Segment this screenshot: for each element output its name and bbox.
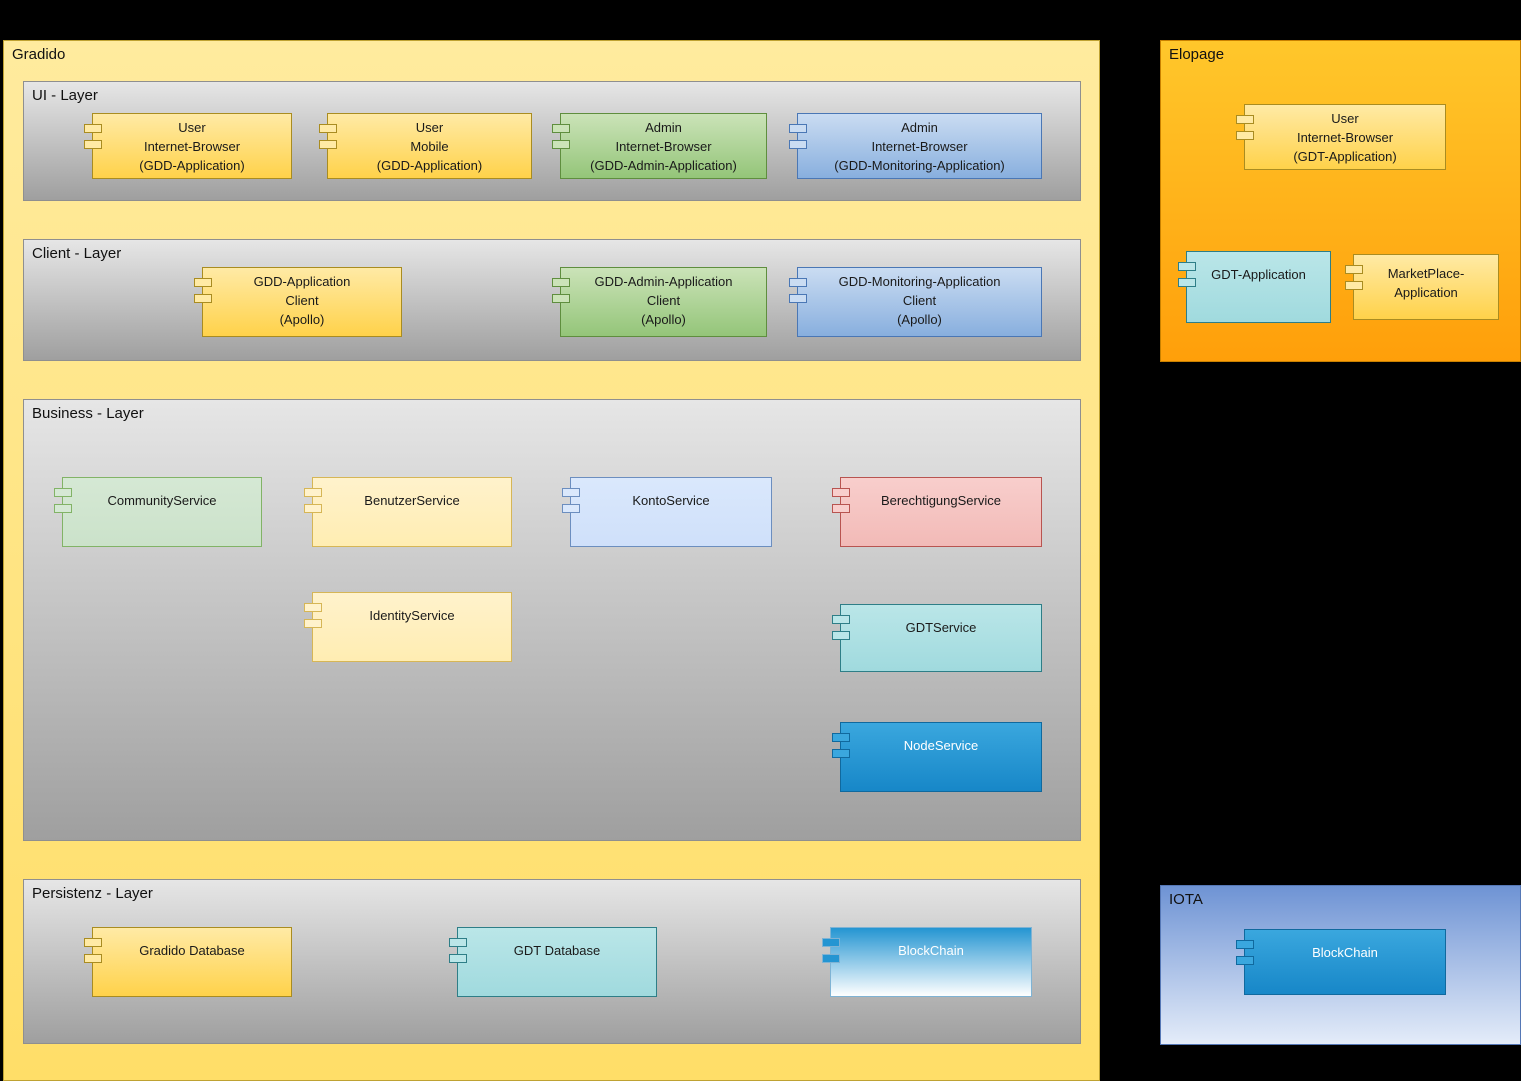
persistenz-layer-title: Persistenz - Layer	[32, 885, 153, 902]
component-port-icon	[304, 504, 322, 513]
component-kontoservice[interactable]: KontoService	[562, 477, 772, 547]
component-label: NodeService	[903, 738, 979, 753]
component-port-icon	[1236, 940, 1254, 949]
component-port-icon	[789, 278, 807, 287]
component-port-icon	[1178, 262, 1196, 271]
component-port-icon	[789, 124, 807, 133]
component-label: KontoService	[632, 493, 710, 508]
component-user-internet-browser-gdd[interactable]: User Internet-Browser (GDD-Application)	[84, 113, 292, 179]
component-port-icon	[822, 954, 840, 963]
component-port-icon	[832, 488, 850, 497]
component-label: BenutzerService	[364, 493, 460, 508]
component-label: Admin Internet-Browser (GDD-Admin-Applic…	[590, 120, 737, 173]
component-benutzerservice[interactable]: BenutzerService	[304, 477, 512, 547]
component-port-icon	[1345, 281, 1363, 290]
elopage-container-title: Elopage	[1169, 46, 1225, 63]
component-port-icon	[552, 124, 570, 133]
component-port-icon	[822, 938, 840, 947]
business-layer[interactable]: Business - Layer CommunityService Benutz…	[23, 399, 1081, 841]
component-gdt-database[interactable]: GDT Database	[449, 927, 657, 997]
component-gdd-admin-application-client[interactable]: GDD-Admin-Application Client (Apollo)	[552, 267, 767, 337]
component-port-icon	[304, 488, 322, 497]
component-port-icon	[449, 938, 467, 947]
component-blockchain-iota[interactable]: BlockChain	[1236, 929, 1446, 995]
component-label: GDT-Application	[1211, 267, 1306, 282]
component-port-icon	[194, 294, 212, 303]
component-identityservice[interactable]: IdentityService	[304, 592, 512, 662]
component-port-icon	[552, 140, 570, 149]
ui-layer[interactable]: UI - Layer User Internet-Browser (GDD-Ap…	[23, 81, 1081, 201]
component-port-icon	[562, 488, 580, 497]
component-label: GDD-Application Client (Apollo)	[253, 274, 351, 327]
component-label: MarketPlace- Application	[1387, 266, 1465, 300]
component-label: IdentityService	[369, 608, 455, 623]
gradido-container-title: Gradido	[12, 46, 66, 63]
component-port-icon	[304, 619, 322, 628]
component-port-icon	[319, 140, 337, 149]
component-port-icon	[84, 954, 102, 963]
component-label: GDTService	[905, 620, 977, 635]
component-port-icon	[1236, 956, 1254, 965]
component-port-icon	[54, 488, 72, 497]
component-nodeservice[interactable]: NodeService	[832, 722, 1042, 792]
component-port-icon	[194, 278, 212, 287]
client-layer-title: Client - Layer	[32, 245, 122, 262]
component-port-icon	[84, 140, 102, 149]
component-gdt-application[interactable]: GDT-Application	[1178, 251, 1331, 323]
component-port-icon	[304, 603, 322, 612]
gradido-container[interactable]: Gradido UI - Layer User Internet-Browser…	[3, 40, 1100, 1081]
component-port-icon	[832, 504, 850, 513]
component-port-icon	[832, 631, 850, 640]
component-gdd-application-client[interactable]: GDD-Application Client (Apollo)	[194, 267, 402, 337]
business-layer-title: Business - Layer	[32, 405, 144, 422]
component-port-icon	[789, 140, 807, 149]
component-label: GDT Database	[513, 943, 601, 958]
iota-container-title: IOTA	[1169, 891, 1203, 908]
component-port-icon	[449, 954, 467, 963]
ui-layer-title: UI - Layer	[32, 87, 98, 104]
component-label: BlockChain	[1312, 945, 1378, 960]
component-port-icon	[54, 504, 72, 513]
component-port-icon	[84, 938, 102, 947]
component-label: CommunityService	[107, 493, 217, 508]
component-port-icon	[832, 749, 850, 758]
component-port-icon	[1236, 131, 1254, 140]
component-user-mobile-gdd[interactable]: User Mobile (GDD-Application)	[319, 113, 532, 179]
component-label: User Mobile (GDD-Application)	[376, 120, 483, 173]
component-gdd-monitoring-application-client[interactable]: GDD-Monitoring-Application Client (Apoll…	[789, 267, 1042, 337]
component-label: User Internet-Browser (GDD-Application)	[139, 120, 245, 173]
component-port-icon	[789, 294, 807, 303]
component-admin-internet-browser-gdd-monitoring[interactable]: Admin Internet-Browser (GDD-Monitoring-A…	[789, 113, 1042, 179]
component-port-icon	[562, 504, 580, 513]
component-gdtservice[interactable]: GDTService	[832, 604, 1042, 672]
component-port-icon	[1236, 115, 1254, 124]
component-port-icon	[832, 733, 850, 742]
component-gradido-database[interactable]: Gradido Database	[84, 927, 292, 997]
component-label: BerechtigungService	[881, 493, 1001, 508]
component-port-icon	[1345, 265, 1363, 274]
component-port-icon	[552, 294, 570, 303]
client-layer[interactable]: Client - Layer GDD-Application Client (A…	[23, 239, 1081, 361]
component-communityservice[interactable]: CommunityService	[54, 477, 262, 547]
component-port-icon	[84, 124, 102, 133]
component-label: GDD-Monitoring-Application Client (Apoll…	[838, 274, 1001, 327]
component-port-icon	[552, 278, 570, 287]
component-label: User Internet-Browser (GDT-Application)	[1293, 111, 1397, 164]
component-port-icon	[832, 615, 850, 624]
component-label: GDD-Admin-Application Client (Apollo)	[594, 274, 733, 327]
component-label: BlockChain	[898, 943, 964, 958]
component-label: Admin Internet-Browser (GDD-Monitoring-A…	[834, 120, 1005, 173]
component-blockchain[interactable]: BlockChain	[822, 927, 1032, 997]
component-marketplace-application[interactable]: MarketPlace- Application	[1345, 254, 1499, 320]
component-user-internet-browser-gdt[interactable]: User Internet-Browser (GDT-Application)	[1236, 104, 1446, 170]
iota-container[interactable]: IOTA BlockChain	[1160, 885, 1521, 1045]
elopage-container[interactable]: Elopage User Internet-Browser (GDT-Appli…	[1160, 40, 1521, 362]
persistenz-layer[interactable]: Persistenz - Layer Gradido Database GDT …	[23, 879, 1081, 1044]
component-port-icon	[1178, 278, 1196, 287]
component-label: Gradido Database	[139, 943, 245, 958]
component-berechtigungservice[interactable]: BerechtigungService	[832, 477, 1042, 547]
component-admin-internet-browser-gdd-admin[interactable]: Admin Internet-Browser (GDD-Admin-Applic…	[552, 113, 767, 179]
component-port-icon	[319, 124, 337, 133]
